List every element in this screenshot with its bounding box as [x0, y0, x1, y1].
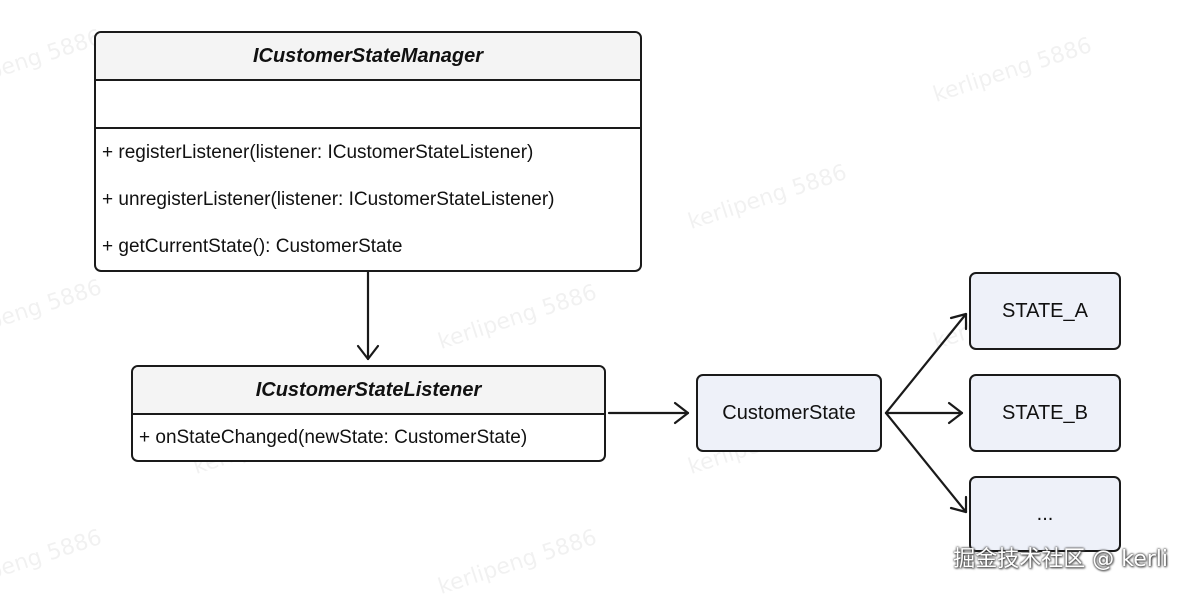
listener-class-title: ICustomerStateListener	[133, 367, 604, 415]
footer-credit: 掘金技术社区 @ kerli	[953, 547, 1168, 572]
arrowhead-state-to-state-more	[949, 495, 968, 514]
arrowhead-manager-to-listener	[356, 344, 380, 361]
manager-method: + registerListener(listener: ICustomerSt…	[102, 142, 534, 163]
listener-class-box: ICustomerStateListener + onStateChanged(…	[131, 365, 606, 462]
arrow-state-to-state-a	[884, 312, 968, 415]
customer-state-box: CustomerState	[696, 374, 882, 452]
arrowhead-state-to-state-b	[947, 401, 964, 425]
manager-attributes-section	[96, 81, 640, 129]
manager-class-box: ICustomerStateManager + registerListener…	[94, 31, 642, 272]
listener-methods-section: + onStateChanged(newState: CustomerState…	[133, 415, 604, 460]
state-more-box: ...	[969, 476, 1121, 552]
arrow-state-to-state-more	[884, 411, 968, 514]
state-a-box: STATE_A	[969, 272, 1121, 350]
state-b-box: STATE_B	[969, 374, 1121, 452]
manager-methods-section: + registerListener(listener: ICustomerSt…	[96, 129, 640, 270]
manager-method: + getCurrentState(): CustomerState	[102, 236, 403, 257]
arrowhead-state-to-state-a	[949, 312, 968, 331]
manager-method: + unregisterListener(listener: ICustomer…	[102, 189, 555, 210]
listener-method: + onStateChanged(newState: CustomerState…	[139, 427, 528, 448]
arrowhead-listener-to-state	[673, 401, 690, 425]
manager-class-title: ICustomerStateManager	[96, 33, 640, 81]
